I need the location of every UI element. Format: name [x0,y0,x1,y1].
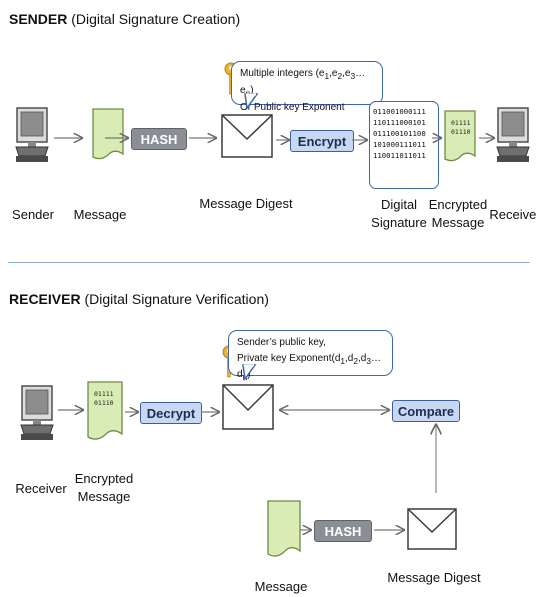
sender-message-digest-label: Message Digest [199,196,293,211]
encrypted-message-label-line2: Message [431,214,485,230]
receiver-callout-sub: 1 [340,355,346,366]
digital-signature-label: Digital Signature [371,196,427,231]
receiver-key-callout: Sender’s public key, Private key Exponen… [228,330,393,382]
receiver-encrypted-doc-text: 01111 01110 [94,390,114,408]
sender-key-callout: Multiple integers (e1,e2,e3…en) Or Publi… [231,61,383,113]
sender-hash-box: HASH [131,128,187,150]
sender-heading-bold: SENDER [9,11,68,27]
sender-callout-sub: 2 [337,71,343,81]
binary-line: 101000111011 [373,139,426,149]
sender-hash-label: HASH [140,131,178,147]
receiver-heading: RECEIVER (Digital Signature Verification… [9,291,269,307]
receiver-heading-bold: RECEIVER [9,291,81,307]
encrypted-message-label-line1: Encrypted [428,197,488,212]
sender-encrypted-message-label: Encrypted Message [429,196,488,231]
receiver-callout-sub: 2 [353,355,359,366]
receiver-callout-line1: Sender’s public key, [237,337,326,348]
receiver-section-computer-icon [20,385,54,440]
decrypt-box: Decrypt [140,402,202,424]
receiver-callout-text2: Private key Exponent(d [237,352,341,364]
receiver-message-digest-label: Message Digest [387,570,481,585]
encrypt-box: Encrypt [290,130,354,152]
compare-box: Compare [392,400,460,422]
sender-callout-line1: Multiple integers (e1,e2,e3…en) [240,68,366,98]
message-document-icon [92,108,124,160]
binary-line: 110011011011 [373,150,426,160]
receiver-message-document-icon [267,500,301,557]
digital-signature-label-line2: Signature [371,214,427,230]
sender-arrows [54,0,537,260]
receiver-computer-icon [496,107,530,162]
receiver-hash-label: HASH [324,523,362,539]
sender-encrypted-document-icon [444,110,476,162]
encrypt-label: Encrypt [297,133,347,149]
sender-callout-pointer [244,93,259,110]
sender-receiver-label: Receiver [489,207,537,222]
binary-line: 110111000101 [373,117,426,127]
message-label: Message [73,207,127,222]
compare-label: Compare [397,403,455,419]
sender-heading-rest: (Digital Signature Creation) [71,11,241,27]
encrypted-doc-line: 01111 [94,390,114,398]
sender-callout-text1: Multiple integers (e [240,68,325,79]
digital-signature-binary-box: 011001000111 110111000101 011100101100 1… [369,101,439,189]
decrypt-label: Decrypt [146,405,196,421]
receiver-callout-sub: 3 [366,355,371,366]
encrypted-doc-line: 01110 [94,398,114,407]
binary-line: 011100101100 [373,128,426,138]
encrypted-doc-line: 01110 [451,127,471,136]
encrypted-message-label-line1: Encrypted [74,471,134,486]
sender-heading: SENDER (Digital Signature Creation) [9,11,240,27]
receiver-heading-rest: (Digital Signature Verification) [84,291,269,307]
receiver-encrypted-document-icon [87,381,123,440]
sender-callout-line2: Or Public key Exponent [240,101,345,113]
encrypted-message-label-line2: Message [77,488,131,504]
sender-callout-tail: ) [250,84,254,96]
receiver-callout-pointer [242,364,257,381]
receiver-message-label: Message [254,579,308,594]
sender-encrypted-doc-text: 01111 01110 [451,119,471,137]
sender-computer-icon [15,107,49,162]
binary-line: 011001000111 [373,107,426,116]
sender-envelope-icon [221,114,273,158]
receiver-label: Receiver [15,481,67,496]
receiver-encrypted-message-label: Encrypted Message [75,470,134,505]
sender-callout-sub: 1 [324,71,330,81]
receiver-envelope-icon [222,384,274,430]
sender-callout-sub: 3 [350,71,356,81]
digital-signature-label-line1: Digital [380,197,418,212]
receiver-hash-box: HASH [314,520,372,542]
sender-callout-sub: n [245,87,251,98]
receiver-callout-tail: ) [247,369,251,381]
sender-label: Sender [12,207,54,222]
section-divider [8,262,530,263]
receiver-digest-envelope-icon [407,508,457,550]
encrypted-doc-line: 01111 [451,119,471,127]
